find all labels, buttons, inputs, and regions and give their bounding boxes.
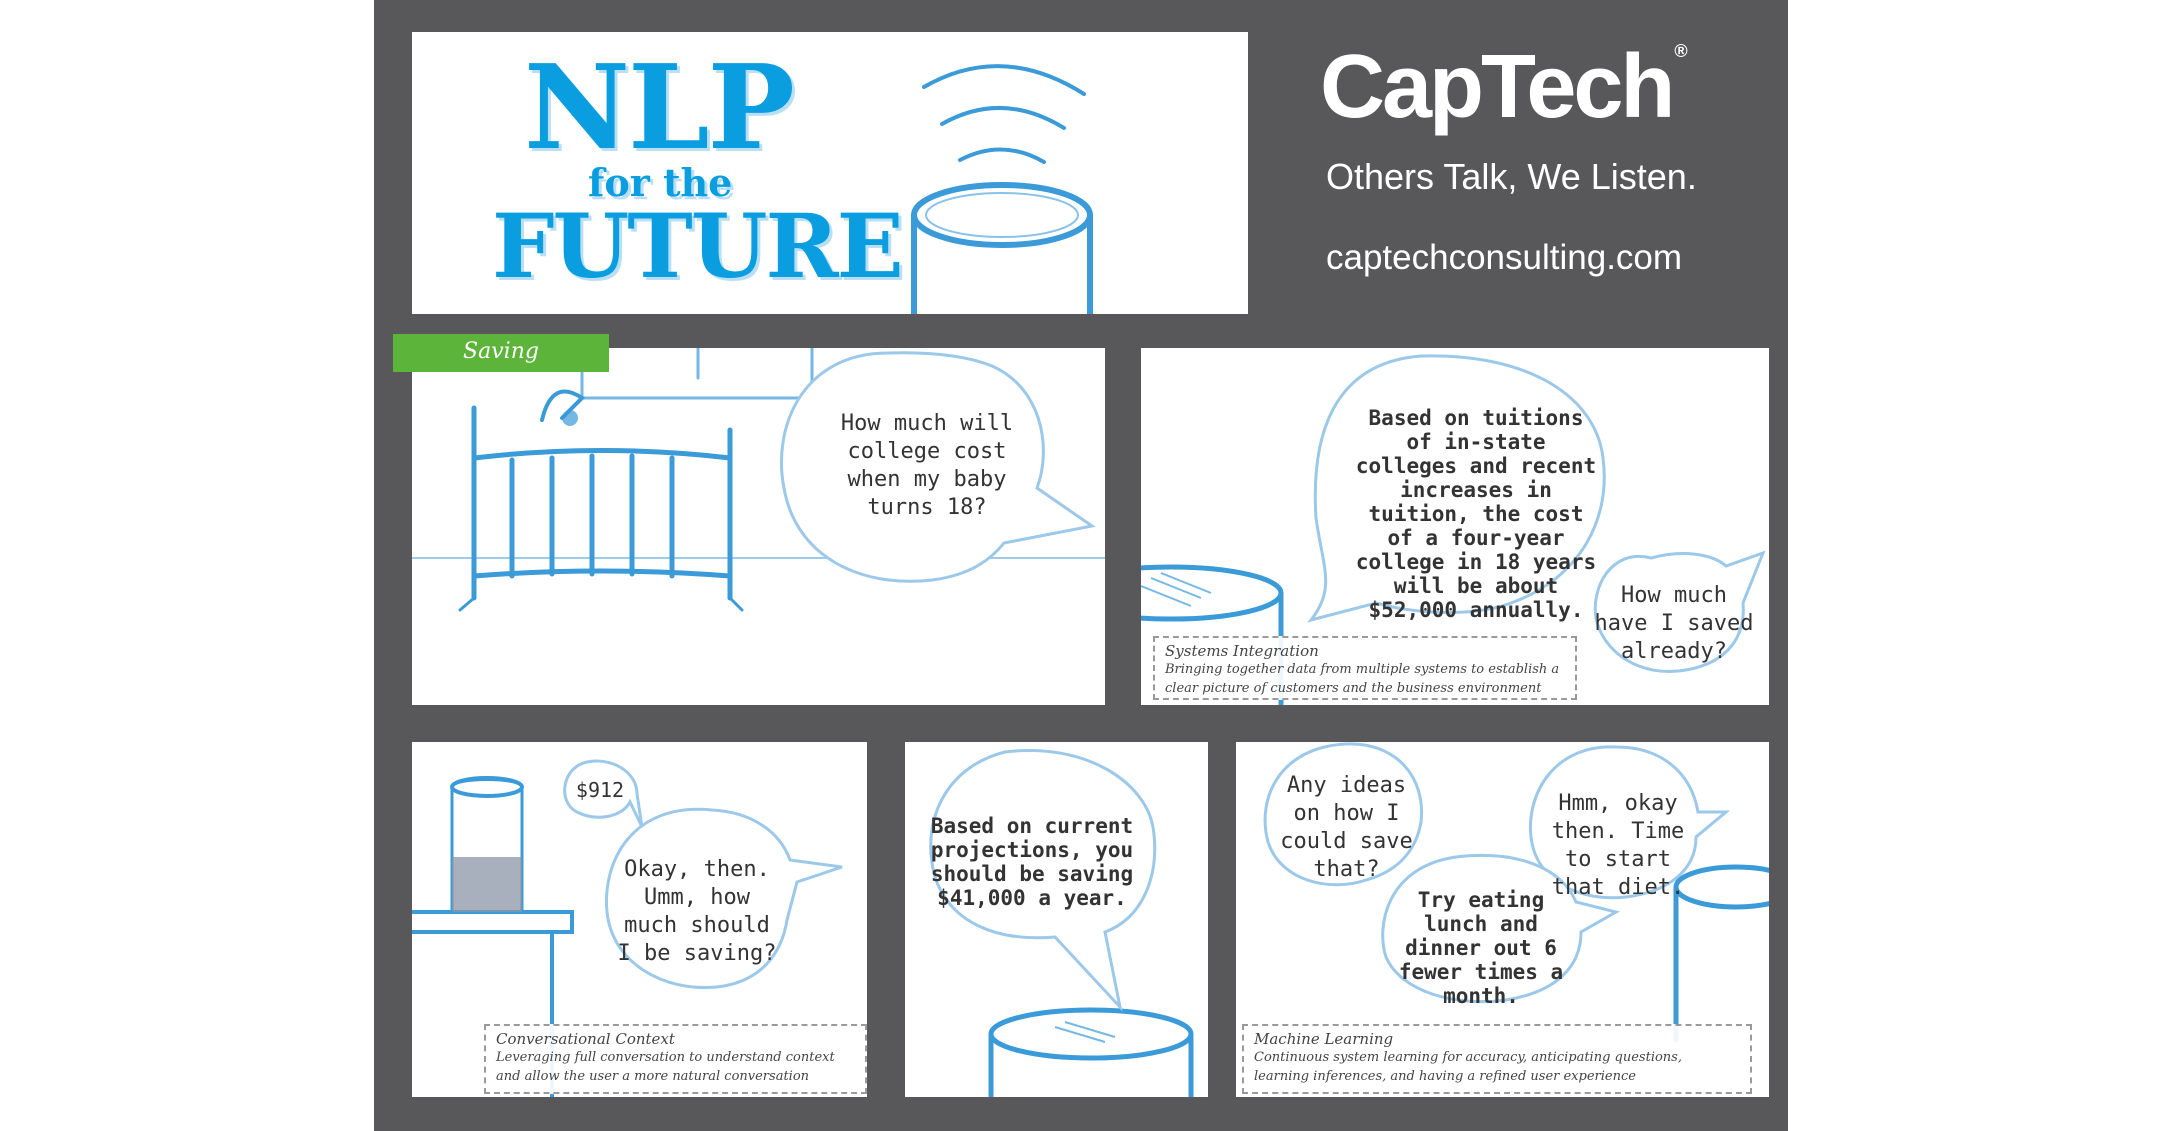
comic-panel-2: Based on tuitions of in-state colleges a… <box>1141 348 1769 705</box>
comic-board: NLP for the FUTURE CapTech® Others Talk,… <box>374 0 1788 1131</box>
website-link[interactable]: captechconsulting.com <box>1326 238 1683 277</box>
caption-title: Machine Learning <box>1254 1030 1394 1048</box>
smart-speaker-icon <box>911 64 1093 314</box>
speaker-illustration <box>929 749 1194 1097</box>
comic-panel-5: Any ideas on how I could save that? Hmm,… <box>1236 742 1769 1097</box>
speech-text-how-much-saving: Okay, then. Umm, how much should I be sa… <box>617 857 777 966</box>
captech-logo: CapTech® <box>1320 42 1688 132</box>
comic-panel-1: How much will college cost when my baby … <box>412 348 1105 705</box>
reply-bubble <box>1381 853 1620 1004</box>
title-future: FUTURE <box>492 194 904 298</box>
caption-title: Systems Integration <box>1165 642 1319 660</box>
brand-name: CapTech <box>1320 37 1675 137</box>
reply-bubble <box>929 749 1157 1012</box>
crib-illustration <box>412 348 1105 612</box>
speech-bubble <box>779 351 1096 583</box>
caption-machine-learning: Machine Learning Continuous system learn… <box>1242 1024 1752 1094</box>
amount-text: $912 <box>575 778 625 802</box>
speaker-on-shelf-illustration <box>412 759 843 1097</box>
reply-text-saving-amount: Based on current projections, you should… <box>930 814 1134 910</box>
caption-conversational-context: Conversational Context Leveraging full c… <box>484 1024 867 1094</box>
question-text-saved: How much have I saved already? <box>1594 583 1754 664</box>
caption-title: Conversational Context <box>496 1030 675 1048</box>
amount-bubble <box>563 759 644 828</box>
comic-panel-3: $912 Okay, then. Umm, how much should I … <box>412 742 867 1097</box>
tagline: Others Talk, We Listen. <box>1326 156 1697 197</box>
speech-text-college-cost: How much will college cost when my baby … <box>840 411 1014 520</box>
speaker-illustration <box>1141 354 1766 705</box>
question-bubble <box>1593 550 1766 673</box>
caption-description: Bringing together data from multiple sys… <box>1165 662 1560 696</box>
question-text-ideas: Any ideas on how I could save that? <box>1280 773 1413 882</box>
saving-tag: Saving <box>393 334 609 372</box>
response-text-diet: Hmm, okay then. Time to start that diet. <box>1551 791 1685 900</box>
diet-illustration <box>1263 742 1769 1042</box>
comic-panel-4: Based on current projections, you should… <box>905 742 1208 1097</box>
brand-registered-mark: ® <box>1674 41 1688 61</box>
title-nlp: NLP <box>524 40 795 176</box>
caption-description: Continuous system learning for accuracy,… <box>1254 1050 1682 1084</box>
reply-bubble <box>1307 354 1606 623</box>
response-bubble <box>1528 745 1731 900</box>
title-panel: NLP for the FUTURE <box>412 32 1248 314</box>
caption-description: Leveraging full conversation to understa… <box>496 1050 835 1084</box>
question-bubble <box>1263 742 1424 887</box>
caption-systems-integration: Systems Integration Bringing together da… <box>1153 636 1577 700</box>
title-for-the: for the <box>588 160 733 205</box>
reply-text-tuition: Based on tuitions of in-state colleges a… <box>1355 406 1597 622</box>
speech-bubble <box>604 807 843 990</box>
reply-text-eating-out: Try eating lunch and dinner out 6 fewer … <box>1398 888 1564 1008</box>
